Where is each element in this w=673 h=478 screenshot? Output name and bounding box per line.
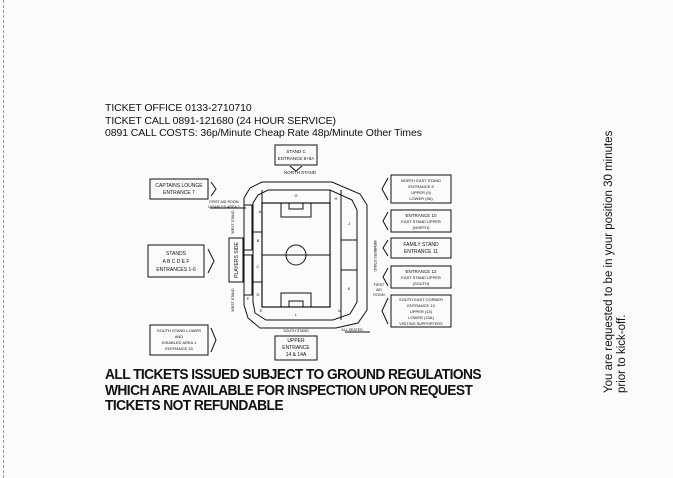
stands-left-label: STANDS (166, 251, 187, 257)
svg-text:DISABLED AREA 1: DISABLED AREA 1 (162, 340, 197, 345)
svg-text:ENTRANCE 8+8A: ENTRANCE 8+8A (278, 156, 315, 161)
svg-text:LOWER (9A): LOWER (9A) (409, 196, 433, 201)
members-stand-label: MEMBERS STAND (373, 240, 377, 271)
call-costs-line: 0891 CALL COSTS: 36p/Minute Cheap Rate 4… (105, 127, 422, 139)
section-d: D (257, 292, 260, 297)
svg-text:AID: AID (376, 288, 382, 292)
notice-line-3: TICKETS NOT REFUNDABLE (105, 398, 284, 414)
kick-off-note-line-2: prior to kick-off. (616, 314, 628, 393)
south-lower-label: SOUTH STAND LOWER (157, 328, 201, 333)
svg-text:LOWER (13A): LOWER (13A) (408, 315, 434, 320)
first-aid-right-label: FIRST (374, 283, 385, 287)
section-h: H (335, 196, 338, 201)
ground-regulations-notice: ALL TICKETS ISSUED SUBJECT TO GROUND REG… (105, 367, 482, 415)
svg-text:EAST STAND UPPER: EAST STAND UPPER (401, 219, 441, 224)
stadium-outline (243, 181, 368, 329)
entrance-10-label: ENTRANCE 10 (405, 213, 437, 218)
entrance-12-label: ENTRANCE 12 (405, 269, 437, 274)
family-stand-box (390, 237, 452, 259)
svg-text:EAST STAND UPPER: EAST STAND UPPER (401, 275, 441, 280)
section-g: G (294, 193, 297, 198)
section-b: B (257, 238, 260, 243)
svg-text:(SOUTH): (SOUTH) (413, 281, 430, 286)
svg-text:(NORTH): (NORTH) (413, 225, 430, 230)
svg-text:ENTRANCE: ENTRANCE (282, 345, 310, 351)
notice-line-1: ALL TICKETS ISSUED SUBJECT TO GROUND REG… (105, 367, 482, 383)
svg-text:ENTRANCES 1-6: ENTRANCES 1-6 (156, 267, 196, 273)
section-k: K (348, 286, 351, 291)
upper-entrance-box (274, 335, 318, 361)
captains-lounge-box (149, 178, 209, 200)
west-stand-label-upper: WEST STAND (231, 210, 235, 234)
stands-left-box (147, 244, 205, 278)
ticket-call-line: TICKET CALL 0891-121680 (24 HOUR SERVICE… (105, 115, 336, 127)
perforated-edge (3, 0, 4, 478)
captains-lounge-label: CAPTAINS LOUNGE (155, 183, 203, 189)
svg-text:UPPER (9): UPPER (9) (411, 190, 431, 195)
section-f: F (247, 296, 250, 301)
svg-text:14 & 14A: 14 & 14A (286, 352, 307, 358)
south-stand-label: SOUTH STAND (283, 329, 309, 333)
svg-text:AND: AND (175, 334, 184, 339)
north-east-box (390, 174, 452, 204)
all-seated-label: ALL SEATED (341, 328, 363, 332)
stand-c-label: STAND C (286, 149, 306, 154)
svg-text:ENTRANCE 15: ENTRANCE 15 (165, 346, 193, 351)
svg-text:VISITING SUPPORTERS: VISITING SUPPORTERS (399, 322, 443, 326)
west-stand-label-lower: WEST STAND (231, 288, 235, 312)
north-stand-label: NORTH STAND (284, 170, 317, 175)
svg-text:ENTRANCE 13: ENTRANCE 13 (407, 303, 435, 308)
kick-off-note: You are requested to be in your position… (603, 113, 629, 393)
svg-text:ENTRANCE 11: ENTRANCE 11 (404, 249, 438, 255)
north-east-label: NORTH EAST STAND (401, 178, 441, 183)
notice-line-2: WHICH ARE AVAILABLE FOR INSPECTION UPON … (105, 382, 473, 399)
south-east-box (390, 294, 452, 328)
south-lower-box (149, 324, 209, 356)
section-l: L (295, 312, 298, 317)
upper-entrance-label: UPPER (287, 338, 305, 344)
stand-c-box (274, 144, 318, 166)
players-side-label: PLAYERS SIDE (234, 241, 240, 277)
kick-off-note-line-1: You are requested to be in your position… (603, 130, 615, 393)
section-a: A (259, 209, 262, 214)
svg-text:DISABLED AREA 2: DISABLED AREA 2 (208, 205, 239, 209)
family-stand-label: FAMILY STAND (403, 242, 439, 248)
svg-text:ENTRANCE 9: ENTRANCE 9 (408, 184, 434, 189)
entrance-12-box (390, 265, 452, 289)
svg-text:A B C D E F: A B C D E F (163, 259, 190, 265)
south-east-label: SOUTH EAST CORNER (399, 297, 443, 302)
entrance-10-box (390, 209, 452, 233)
svg-text:UPPER (13): UPPER (13) (410, 309, 433, 314)
section-m: M (338, 308, 341, 313)
first-aid-label: FIRST AID ROOM (209, 200, 238, 204)
section-j: J (348, 221, 350, 226)
svg-text:ROOM: ROOM (373, 293, 384, 297)
section-e: E (260, 308, 263, 313)
section-c: C (257, 264, 260, 269)
svg-text:ENTRANCE 7: ENTRANCE 7 (163, 190, 195, 196)
ticket-office-line: TICKET OFFICE 0133-2710710 (105, 102, 252, 114)
